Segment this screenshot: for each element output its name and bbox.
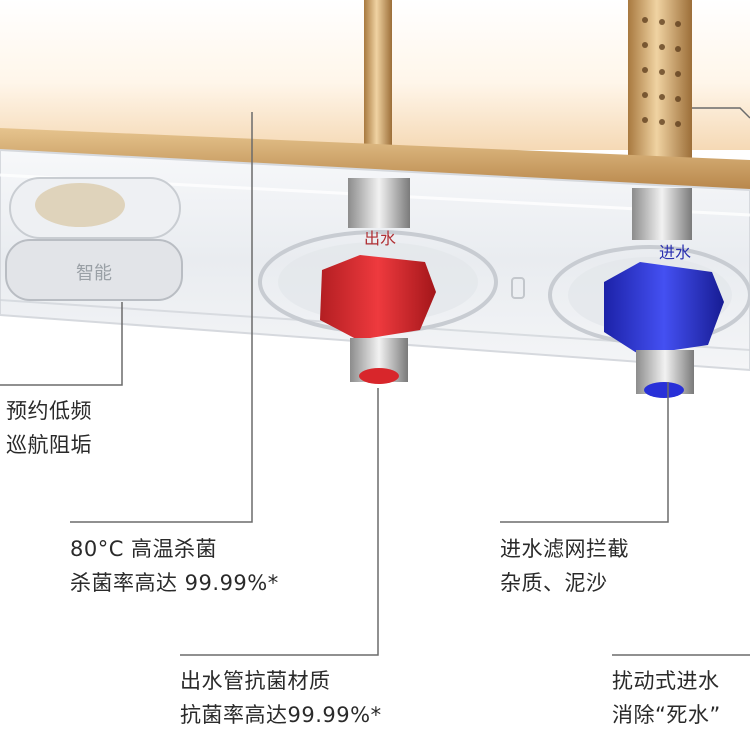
callout-turbulence: 扰动式进水 消除“死水” [612,664,721,732]
callout-pipe-line1: 出水管抗菌材质 [180,669,331,693]
leader-sterilize [70,112,253,523]
callout-filter: 进水滤网拦截 杂质、泥沙 [500,532,629,600]
hot-pipe-nut [320,255,436,340]
gold-rod-left [364,0,392,150]
leader-turbulence [692,107,750,119]
hot-outlet-nut-label: 出水 [364,229,396,248]
hot-water-outlet: 出水 [258,178,498,384]
leader-reservation [0,302,123,386]
callout-turbulence-line1: 扰动式进水 [612,669,720,693]
callout-filter-line1: 进水滤网拦截 [500,537,629,561]
callout-sterilize-line1: 80°C 高温杀菌 [70,537,218,561]
control-panel: 智能 [5,177,183,301]
cold-pipe-opening [644,382,684,398]
callout-turbulence-line2: 消除“死水” [612,703,721,727]
heater-top-band [0,128,750,190]
callout-reservation: 预约低频 巡航阻垢 [6,394,92,462]
leader-filter [500,382,669,523]
callout-filter-line2: 杂质、泥沙 [500,571,608,595]
callout-sterilize: 80°C 高温杀菌 杀菌率高达 99.99%* [70,532,279,600]
callout-reservation-line2: 巡航阻垢 [6,433,92,457]
leader-lines [0,107,750,656]
perforated-rod [628,0,692,160]
hot-pipe-opening [359,368,399,384]
leader-pipe [180,388,379,656]
control-panel-label: 智能 [76,263,112,284]
callout-pipe: 出水管抗菌材质 抗菌率高达99.99%* [180,664,382,732]
cold-pipe-nut [604,262,724,355]
callout-sterilize-line2: 杀菌率高达 99.99%* [70,571,279,595]
callout-reservation-line1: 预约低频 [6,399,92,423]
cold-water-inlet: 进水 [548,188,750,398]
callout-pipe-line2: 抗菌率高达99.99%* [180,703,382,727]
cold-inlet-nut-label: 进水 [659,243,691,262]
